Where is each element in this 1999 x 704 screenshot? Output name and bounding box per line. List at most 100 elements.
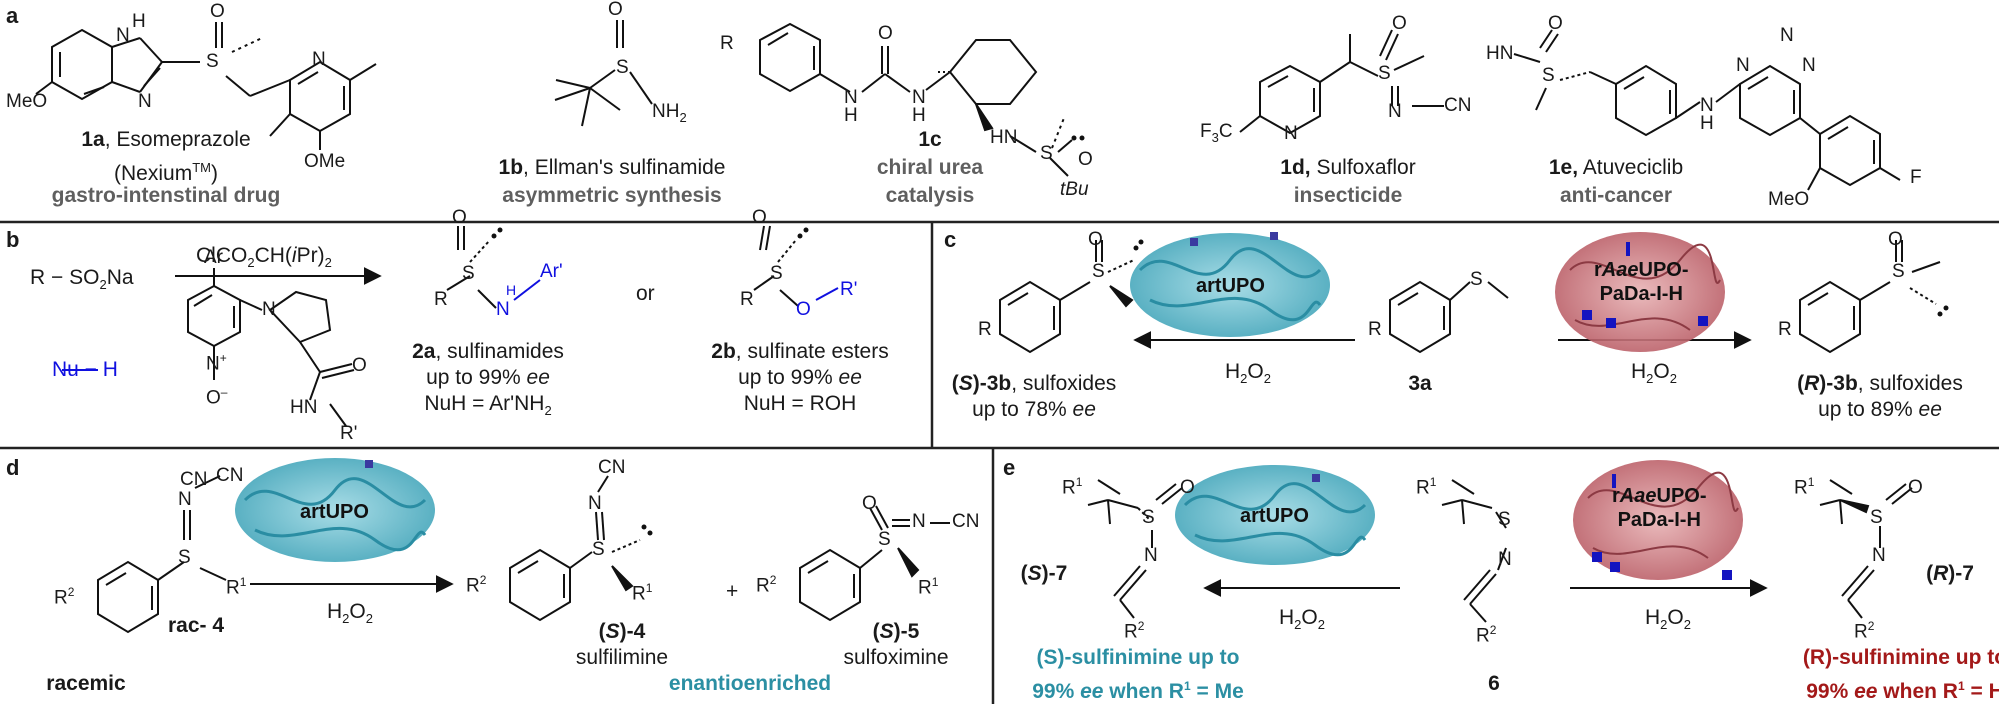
atom-n: N [1144, 545, 1158, 566]
atom-o: O [210, 1, 225, 22]
fluorophenyl-ring [1819, 114, 1881, 187]
artUPO-protein-panel-d [235, 458, 435, 562]
atom-ar-prime: Ar' [540, 261, 563, 282]
artUPO-protein-panel-c [1130, 232, 1330, 337]
atom-s: S [206, 51, 219, 72]
substrate-rac4-label: rac- 4 [167, 614, 225, 637]
panel-label-c: c [944, 227, 957, 252]
panel-label-d: d [6, 455, 20, 480]
atom-s: S [1498, 509, 1511, 530]
product-r7-label: (R)-7 [1926, 562, 1974, 585]
atom-f3c: F3C [1200, 121, 1233, 145]
atom-r1: R1 [632, 581, 653, 605]
atom-r1: R1 [226, 575, 247, 599]
atom-o: O [608, 0, 623, 20]
compound-1e-label: 1e, Atuveciclib [1548, 156, 1684, 179]
atom-s: S [878, 529, 891, 550]
benzyl-ring-1e [1615, 64, 1677, 137]
compound-1a-label: 1a, Esomeprazole [81, 128, 251, 151]
product-2b-label: 2b, sulfinate esters [711, 340, 889, 363]
atom-meo: MeO [6, 91, 48, 112]
compound-1d-label: 1d, Sulfoxaflor [1280, 156, 1416, 179]
atom-n: N [138, 91, 152, 112]
panel-label-b: b [6, 227, 20, 252]
atom-r2: R2 [1124, 619, 1145, 643]
atom-s: S [616, 57, 629, 78]
atom-nh2: NH2 [652, 101, 687, 125]
compound-1a-use: gastro-intenstinal drug [51, 184, 281, 207]
atom-n: N [496, 299, 510, 320]
atom-o: O [862, 493, 877, 514]
atom-o: O [1180, 477, 1195, 498]
enzyme-label-raaeupo: rAaeUPO-PaDa-I-H [1612, 485, 1707, 531]
atom-n: N [912, 87, 926, 108]
product-2b-nuh: NuH = ROH [743, 392, 857, 415]
atom-cn: CN [952, 511, 980, 532]
atom-h: H [1700, 113, 1714, 134]
atom-cn: CN [216, 465, 244, 486]
panel-dividers [0, 220, 1999, 704]
oxidant-h2o2: H2O2 [327, 600, 373, 627]
atom-cn: CN [598, 457, 626, 478]
pyridine-n-oxide-ring [187, 284, 241, 348]
aryl-ring-rac4 [97, 560, 159, 634]
atom-r1: R1 [1416, 475, 1437, 499]
substrate-6-label: 6 [1488, 672, 1500, 695]
product-2b-ee: up to 99% ee [738, 366, 862, 389]
atom-n: N [912, 511, 926, 532]
atom-s: S [1378, 63, 1391, 84]
atom-o: O [752, 207, 767, 228]
atom-r2: R2 [756, 573, 777, 597]
pyridine-ring [289, 60, 351, 133]
atom-r2: R2 [466, 573, 487, 597]
product-2a-nuh: NuH = Ar'NH2 [424, 392, 552, 419]
atom-s: S [462, 263, 475, 284]
atom-n: N [312, 49, 326, 70]
atom-hn: HN [1486, 43, 1514, 64]
atom-n: N [588, 493, 602, 514]
atom-hn: HN [990, 127, 1018, 148]
atom-s: S [178, 547, 191, 568]
enantioenriched-label: enantioenriched [668, 672, 832, 695]
atom-o: O [1392, 13, 1407, 34]
compound-1d-use: insecticide [1293, 184, 1403, 207]
catalyst-reagent-label: ClCO2CH(iPr)2 [196, 244, 332, 271]
atom-n: N [1736, 55, 1750, 76]
atom-r1: R1 [1062, 475, 1083, 499]
atom-r2: R2 [1476, 623, 1497, 647]
product-s-3b-ee: up to 78% ee [972, 398, 1096, 421]
oxidant-h2o2: H2O2 [1225, 360, 1271, 387]
atom-s: S [770, 263, 783, 284]
pyrrolidine-ring [268, 290, 332, 344]
atom-s: S [1142, 507, 1155, 528]
atom-n: N [1498, 549, 1512, 570]
atom-ominus: O– [206, 385, 228, 409]
aryl-ring-3a [1389, 280, 1451, 354]
atom-s: S [1542, 65, 1555, 86]
oxidant-h2o2: H2O2 [1631, 360, 1677, 387]
atom-s: S [1040, 143, 1053, 164]
compound-1c-use-line1: chiral urea [876, 156, 984, 179]
atom-r1: R1 [1794, 475, 1815, 499]
aryl-ring-s4 [509, 548, 571, 622]
product-s4-label: (S)-4 [598, 620, 646, 643]
compound-1b-use: asymmetric synthesis [502, 184, 722, 207]
atom-o: O [1078, 149, 1093, 170]
atom-o: O [1088, 229, 1103, 250]
compound-1c-label: 1c [918, 128, 942, 151]
atom-nplus: N+ [206, 351, 227, 375]
product-2a-ee: up to 99% ee [426, 366, 550, 389]
product-2a-label: 2a, sulfinamides [412, 340, 564, 363]
atom-n: N [1872, 545, 1886, 566]
note-r-sulfinimine-line1: (R)-sulfinimine up to [1802, 646, 1999, 669]
atom-n: N [1388, 101, 1402, 122]
atom-n: N [262, 299, 276, 320]
atom-h: H [132, 11, 146, 32]
enzyme-label-artupo: artUPO [300, 501, 369, 523]
atom-n: N [178, 489, 192, 510]
cyclohexane-ring [948, 39, 1038, 105]
lone-pair-dots [491, 135, 1949, 536]
atom-o: O [878, 23, 893, 44]
atom-r: R [720, 33, 734, 54]
atom-n: N [1284, 123, 1298, 144]
